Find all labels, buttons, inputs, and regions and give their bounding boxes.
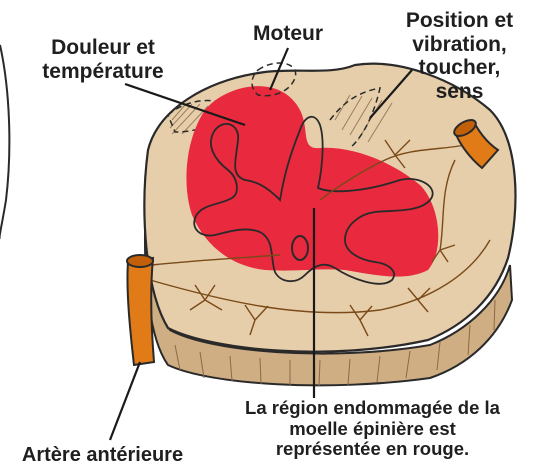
label-damaged-region: La région endommagée de la moelle épiniè… [200,398,545,460]
label-motor: Moteur [238,22,338,46]
anterior-artery-opening [127,255,153,267]
label-anterior-artery: Artère antérieure [0,444,205,466]
label-position-vibration: Position et vibration, toucher, sens [372,9,547,103]
anterior-artery [127,258,154,365]
label-pain-temperature: Douleur et température [8,36,198,83]
